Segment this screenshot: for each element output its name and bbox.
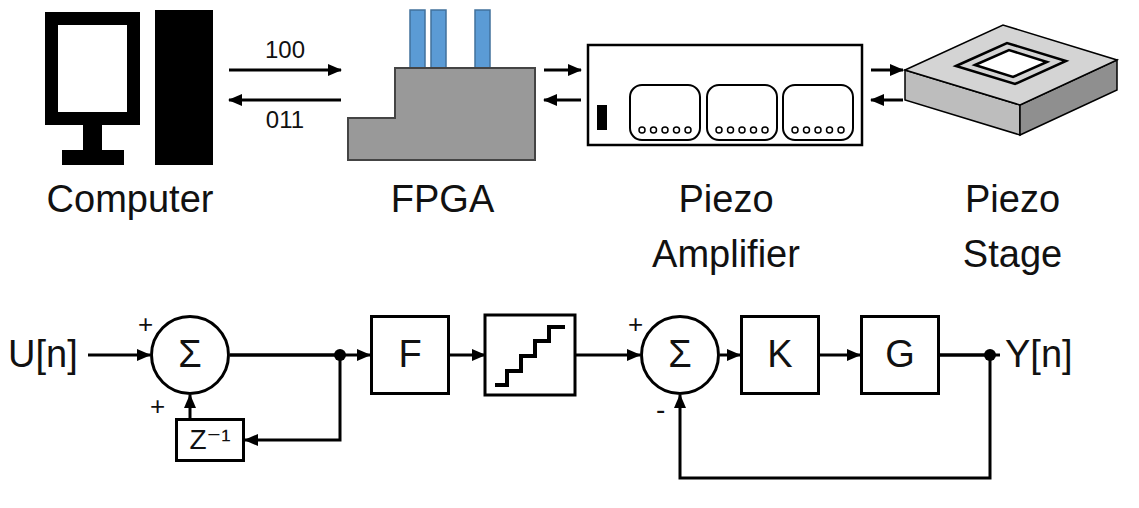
signal-arrow — [189, 395, 192, 418]
module-knob — [751, 127, 757, 133]
module-knob — [662, 127, 668, 133]
stage-aperture — [975, 50, 1047, 77]
signal-arrow — [229, 69, 341, 72]
power-switch — [597, 105, 607, 130]
sign-symbol: + — [628, 310, 643, 340]
monitor — [45, 12, 140, 125]
signal-arrow — [871, 99, 903, 102]
module-knob — [827, 127, 833, 133]
device-label: Piezo Amplifier — [631, 172, 821, 282]
chip — [431, 10, 446, 70]
signal-arrow — [544, 99, 581, 102]
module-knob — [762, 127, 768, 133]
monitor-screen — [58, 25, 127, 112]
module-knob — [651, 127, 657, 133]
signal-arrow — [871, 69, 903, 72]
block-symbol: Σ — [178, 334, 202, 376]
input-signal: U[n] — [8, 333, 78, 377]
amplifier-icon — [588, 45, 862, 145]
signal-wire — [450, 354, 485, 357]
module-knob — [739, 127, 745, 133]
amplifier-node: Piezo Amplifier — [585, 8, 867, 282]
block-symbol: K — [767, 334, 792, 376]
bit-code: 011 — [266, 106, 304, 134]
signal-arrow — [229, 99, 341, 102]
module-knob — [716, 127, 722, 133]
module-knob — [792, 127, 798, 133]
amplifier-case — [588, 45, 862, 145]
chip — [475, 10, 490, 70]
block-symbol: Σ — [668, 334, 692, 376]
device-label: FPGA — [345, 172, 540, 227]
sign-symbol: + — [138, 310, 153, 340]
block-symbol: Z⁻¹ — [189, 425, 230, 456]
amplifier-module — [630, 85, 700, 140]
module-knob — [838, 127, 844, 133]
plant-block: G — [860, 315, 940, 395]
device-label: Computer — [35, 172, 225, 227]
device-label: Piezo Stage — [948, 172, 1078, 282]
module-knob — [639, 127, 645, 133]
controller-block: K — [740, 315, 820, 395]
delay-block: Z⁻¹ — [175, 418, 245, 462]
quantizer-staircase — [495, 327, 565, 385]
monitor-neck — [83, 125, 102, 152]
piezo-stage-node: Piezo Stage — [905, 8, 1120, 282]
input-wire — [88, 354, 150, 357]
summing-junction: Σ — [150, 315, 230, 395]
quantizer-block — [485, 315, 575, 395]
block-symbol: F — [398, 334, 421, 376]
module-knob — [728, 127, 734, 133]
stage-top-face — [905, 25, 1117, 105]
computer-node: Computer — [35, 8, 225, 227]
output-signal: Y[n] — [1005, 333, 1073, 377]
sign-symbol: - — [656, 394, 665, 426]
fpga-board — [348, 68, 535, 160]
fpga-icon — [348, 10, 535, 160]
chip — [410, 10, 425, 70]
signal-arrow — [680, 355, 990, 478]
fpga-node: FPGA — [345, 8, 540, 227]
signal-arrow — [230, 355, 340, 440]
piezo-stage-icon — [905, 25, 1117, 135]
bit-code: 100 — [265, 36, 305, 64]
module-knob — [815, 127, 821, 133]
computer-icon — [45, 10, 213, 165]
summing-junction: Σ — [640, 315, 720, 395]
signal-arrow — [544, 69, 581, 72]
module-knob — [674, 127, 680, 133]
signal-arrow — [720, 354, 740, 357]
module-knob — [804, 127, 810, 133]
block-symbol: G — [885, 334, 915, 376]
amplifier-module — [783, 85, 853, 140]
amplifier-module — [707, 85, 777, 140]
computer-tower — [155, 10, 213, 165]
monitor-base — [62, 150, 124, 165]
signal-wire — [575, 354, 640, 357]
module-knob — [685, 127, 691, 133]
signal-arrow — [820, 354, 860, 357]
stage-frame — [956, 43, 1066, 84]
filter-block: F — [370, 315, 450, 395]
sign-symbol: + — [150, 392, 165, 422]
